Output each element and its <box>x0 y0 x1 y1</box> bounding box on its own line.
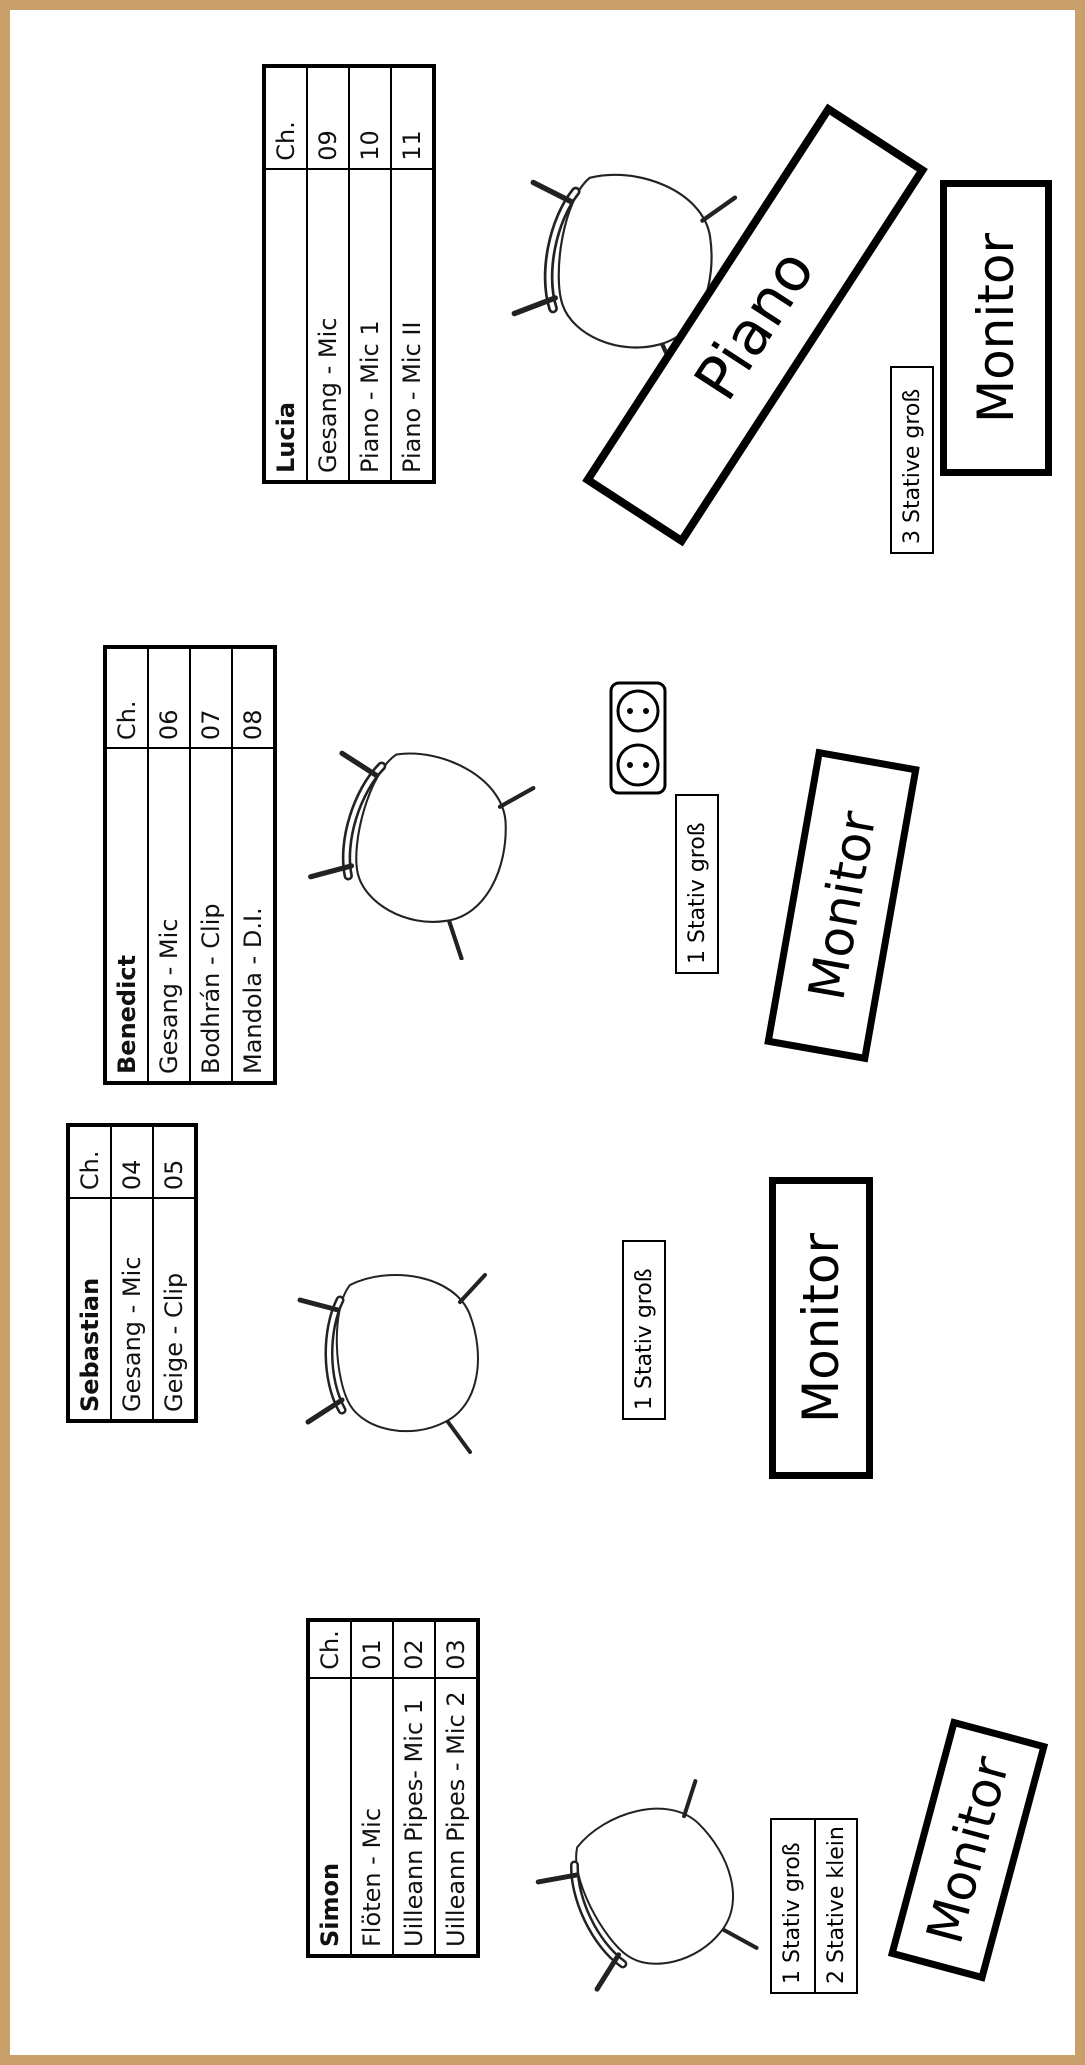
stand-label: 1 Stativ groß <box>772 1820 814 1992</box>
chair-icon <box>300 710 550 960</box>
chair-icon <box>280 1230 520 1470</box>
channel-header: Ch. <box>308 1620 351 1678</box>
channel-label: Piano - Mic II <box>391 169 434 482</box>
benedict-channel-table: Benedict Ch. Gesang - Mic 06 Bodhrán - C… <box>103 645 263 1085</box>
monitor-wedge: Monitor <box>888 1718 1048 1981</box>
monitor-sebastian-wrap: Monitor <box>769 1177 873 1479</box>
channel-label: Gesang - Mic <box>307 169 349 482</box>
channel-number: 01 <box>351 1620 393 1678</box>
musician-name: Benedict <box>105 748 148 1083</box>
channel-number: 04 <box>111 1125 153 1198</box>
channel-header: Ch. <box>105 647 148 748</box>
channel-number: 10 <box>349 66 391 169</box>
channel-number: 03 <box>435 1620 478 1678</box>
channel-label: Flöten - Mic <box>351 1678 393 1956</box>
channel-label: Geige - Clip <box>153 1198 196 1421</box>
sebastian-stands: 1 Stativ groß <box>622 1240 666 1420</box>
monitor-wedge: Monitor <box>764 749 919 1063</box>
channel-label: Gesang - Mic <box>111 1198 153 1421</box>
monitor-wedge: Monitor <box>769 1177 873 1479</box>
channel-label: Bodhrán - Clip <box>190 748 232 1083</box>
monitor-simon-wrap: Monitor <box>888 1718 1048 1981</box>
channel-number: 09 <box>307 66 349 169</box>
channel-number: 06 <box>148 647 190 748</box>
musician-name: Sebastian <box>68 1198 111 1421</box>
musician-name: Lucia <box>264 169 307 482</box>
musician-name: Simon <box>308 1678 351 1956</box>
channel-number: 11 <box>391 66 434 169</box>
channel-label: Gesang - Mic <box>148 748 190 1083</box>
stand-label: 1 Stativ groß <box>677 796 719 972</box>
power-outlet-icon <box>608 680 668 796</box>
lucia-channel-table: Lucia Ch. Gesang - Mic 09 Piano - Mic 1 … <box>262 64 422 484</box>
benedict-stands: 1 Stativ groß <box>675 794 719 974</box>
stand-label: 2 Stative klein <box>814 1820 858 1992</box>
stand-label: 1 Stativ groß <box>624 1242 666 1418</box>
channel-label: Uilleann Pipes- Mic 1 <box>393 1678 435 1956</box>
channel-number: 08 <box>232 647 275 748</box>
lucia-stands: 3 Stative groß <box>890 366 934 554</box>
simon-stands: 1 Stativ groß 2 Stative klein <box>770 1818 858 1994</box>
chair-icon <box>530 1765 770 2005</box>
monitor-lucia-wrap: Monitor <box>940 180 1052 476</box>
monitor-wedge: Monitor <box>940 180 1052 476</box>
channel-label: Uilleann Pipes - Mic 2 <box>435 1678 478 1956</box>
channel-label: Mandola - D.I. <box>232 748 275 1083</box>
simon-channel-table: Simon Ch. Flöten - Mic 01 Uilleann Pipes… <box>306 1618 466 1958</box>
channel-label: Piano - Mic 1 <box>349 169 391 482</box>
channel-header: Ch. <box>264 66 307 169</box>
channel-header: Ch. <box>68 1125 111 1198</box>
channel-number: 07 <box>190 647 232 748</box>
stand-label: 3 Stative groß <box>892 368 934 552</box>
monitor-benedict-wrap: Monitor <box>764 749 919 1063</box>
channel-number: 05 <box>153 1125 196 1198</box>
channel-number: 02 <box>393 1620 435 1678</box>
sebastian-channel-table: Sebastian Ch. Gesang - Mic 04 Geige - Cl… <box>66 1123 184 1423</box>
